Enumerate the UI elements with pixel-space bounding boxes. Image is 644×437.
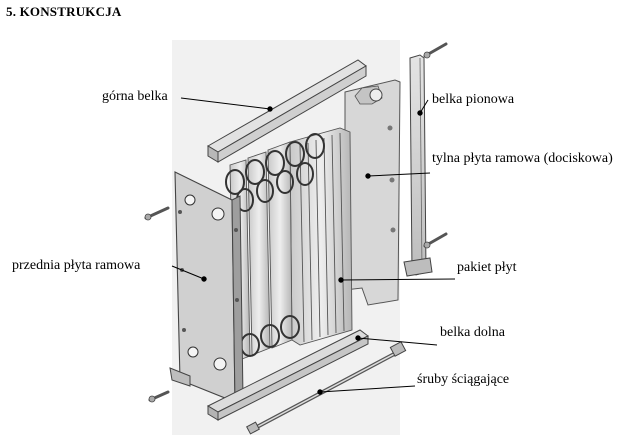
front-plate-shape	[169, 171, 244, 403]
rear-plate-shape	[344, 79, 401, 306]
label-plate-pack: pakiet płyt	[457, 260, 517, 275]
label-tie-bolts: śruby ściągające	[417, 372, 510, 387]
label-front-plate: przednia płyta ramowa	[12, 258, 141, 273]
top-beam-shape	[207, 59, 367, 163]
tie-bolt-long-shape	[246, 341, 407, 435]
label-vertical-beam: belka pionowa	[432, 92, 515, 107]
bottom-beam-shape	[206, 329, 369, 421]
label-bottom-beam: belka dolna	[440, 325, 505, 340]
leader-lines	[171, 97, 456, 395]
label-rear-plate: tylna płyta ramowa (dociskowa)	[432, 151, 613, 166]
label-top-beam: górna belka	[102, 89, 168, 104]
section-heading: 5. KONSTRUKCJA	[6, 4, 122, 19]
gasket-rings	[225, 133, 325, 357]
